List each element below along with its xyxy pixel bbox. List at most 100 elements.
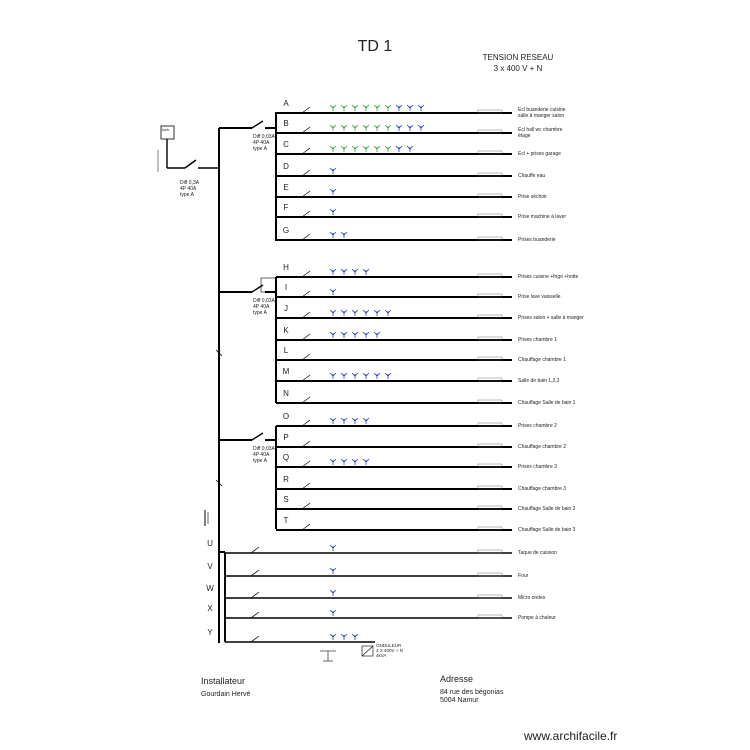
- terminal-l: [477, 356, 503, 361]
- terminal-u: [477, 549, 503, 554]
- circuit-label-text: Prise séchoir: [518, 194, 547, 200]
- load-symbol: [373, 145, 381, 152]
- load-symbol: [373, 331, 381, 338]
- load-symbol: [329, 208, 337, 215]
- breaker-j: [301, 311, 311, 319]
- load-symbol: [340, 417, 348, 424]
- terminal-s: [477, 505, 503, 510]
- load-symbol: [329, 231, 337, 238]
- circuit-label-text: Prises chambre 2: [518, 423, 557, 429]
- load-symbol: [384, 372, 392, 379]
- load-symbol: [329, 268, 337, 275]
- terminal-m: [477, 377, 503, 382]
- circuit-label-text: Chauffe eau: [518, 173, 546, 179]
- circuit-label-q: Prises chambre 3: [518, 464, 557, 470]
- group3-line2: 4P 40A: [253, 452, 270, 458]
- load-symbol: [340, 124, 348, 131]
- circuit-label-text: Chauffage Salle de bain 1: [518, 400, 576, 406]
- breaker-o: [301, 419, 311, 427]
- circuit-label-n: Chauffage Salle de bain 1: [518, 400, 575, 406]
- load-symbol: [351, 124, 359, 131]
- breaker-x: [250, 611, 260, 619]
- main-switch-line3: type A: [180, 192, 194, 198]
- load-symbol: [362, 124, 370, 131]
- load-symbol: [340, 104, 348, 111]
- circuit-label-j: Prises salon + salle à manger: [518, 315, 584, 321]
- circuit-label-text: Chauffage chambre 1: [518, 357, 566, 363]
- breaker-d: [301, 169, 311, 177]
- breaker-n: [301, 396, 311, 404]
- breaker-u: [250, 546, 260, 554]
- terminal-e: [477, 193, 503, 198]
- circuit-label-text-2: étage: [518, 133, 531, 139]
- load-symbol: [329, 124, 337, 131]
- load-symbol: [329, 458, 337, 465]
- circuit-label-text: Prises chambre 3: [518, 464, 557, 470]
- breaker-m: [301, 374, 311, 382]
- circuit-label-text: Chauffage chambre 2: [518, 444, 566, 450]
- group1-line1: Diff 0,03A: [253, 134, 275, 140]
- main-switch-label: Diff 0,3A 4P 40A type A: [180, 180, 199, 198]
- circuit-label-p: Chauffage chambre 2: [518, 444, 566, 450]
- breaker-b: [301, 126, 311, 134]
- circuit-label-text: Ecl hall wc chambre: [518, 127, 563, 133]
- load-symbol: [384, 124, 392, 131]
- load-symbol: [373, 372, 381, 379]
- circuit-label-text: Ecl + prises garage: [518, 151, 561, 157]
- circuit-letter-g: G: [282, 226, 290, 235]
- circuit-label-o: Prises chambre 2: [518, 423, 557, 429]
- load-symbol: [351, 458, 359, 465]
- circuit-letter-f: F: [283, 203, 289, 212]
- address-heading: Adresse: [440, 674, 474, 684]
- group3-line3: type A: [253, 458, 267, 464]
- circuit-label-text: Chauffage Salle de bain 3: [518, 527, 576, 533]
- circuit-letter-r: R: [283, 475, 289, 484]
- load-symbol: [406, 145, 414, 152]
- circuit-label-text: Prise machine à laver: [518, 214, 567, 220]
- circuit-letter-j: J: [284, 304, 288, 313]
- breaker-r: [301, 482, 311, 490]
- breaker-h: [301, 270, 311, 278]
- terminal-c: [477, 150, 503, 155]
- terminal-p: [477, 443, 503, 448]
- breaker-e: [301, 190, 311, 198]
- circuit-letter-p: P: [283, 433, 289, 442]
- circuit-label-text-2: salle à manger salon: [518, 113, 565, 119]
- terminal-o: [477, 422, 503, 427]
- load-symbol: [395, 145, 403, 152]
- address-line1: 84 rue des bégonias: [440, 689, 504, 696]
- load-symbol: [351, 309, 359, 316]
- load-symbol: [351, 331, 359, 338]
- circuit-letter-k: K: [283, 326, 289, 335]
- load-symbol: [384, 309, 392, 316]
- load-symbol: [362, 331, 370, 338]
- load-symbol: [351, 633, 359, 640]
- circuit-letter-c: C: [283, 140, 289, 149]
- group2-line3: type A: [253, 310, 267, 316]
- terminal-w: [477, 594, 503, 599]
- main-switch-line2: 4P 40A: [180, 186, 197, 192]
- load-symbol: [340, 145, 348, 152]
- terminal-v: [477, 572, 503, 577]
- load-symbol: [373, 309, 381, 316]
- circuit-label-text: Salle de bain 1,2,3: [518, 378, 560, 384]
- breaker-q: [301, 460, 311, 468]
- terminal-x: [477, 614, 503, 619]
- circuit-letter-v: V: [207, 562, 213, 571]
- breaker-f: [301, 210, 311, 218]
- load-symbol: [329, 417, 337, 424]
- load-symbol: [351, 417, 359, 424]
- breaker-l: [301, 353, 311, 361]
- circuit-letter-m: M: [282, 367, 290, 376]
- terminal-r: [477, 485, 503, 490]
- terminal-b: [477, 129, 503, 134]
- load-symbol: [340, 458, 348, 465]
- circuit-label-h: Prises cuisine +frigo +hotte: [518, 274, 578, 280]
- load-symbol: [351, 268, 359, 275]
- address-block: 84 rue des bégonias 5004 Namur: [440, 689, 503, 705]
- circuit-letter-h: H: [283, 263, 289, 272]
- load-symbol: [362, 309, 370, 316]
- onduleur-line1: ONDULEUR: [376, 643, 402, 648]
- load-symbol: [329, 145, 337, 152]
- load-symbol: [362, 458, 370, 465]
